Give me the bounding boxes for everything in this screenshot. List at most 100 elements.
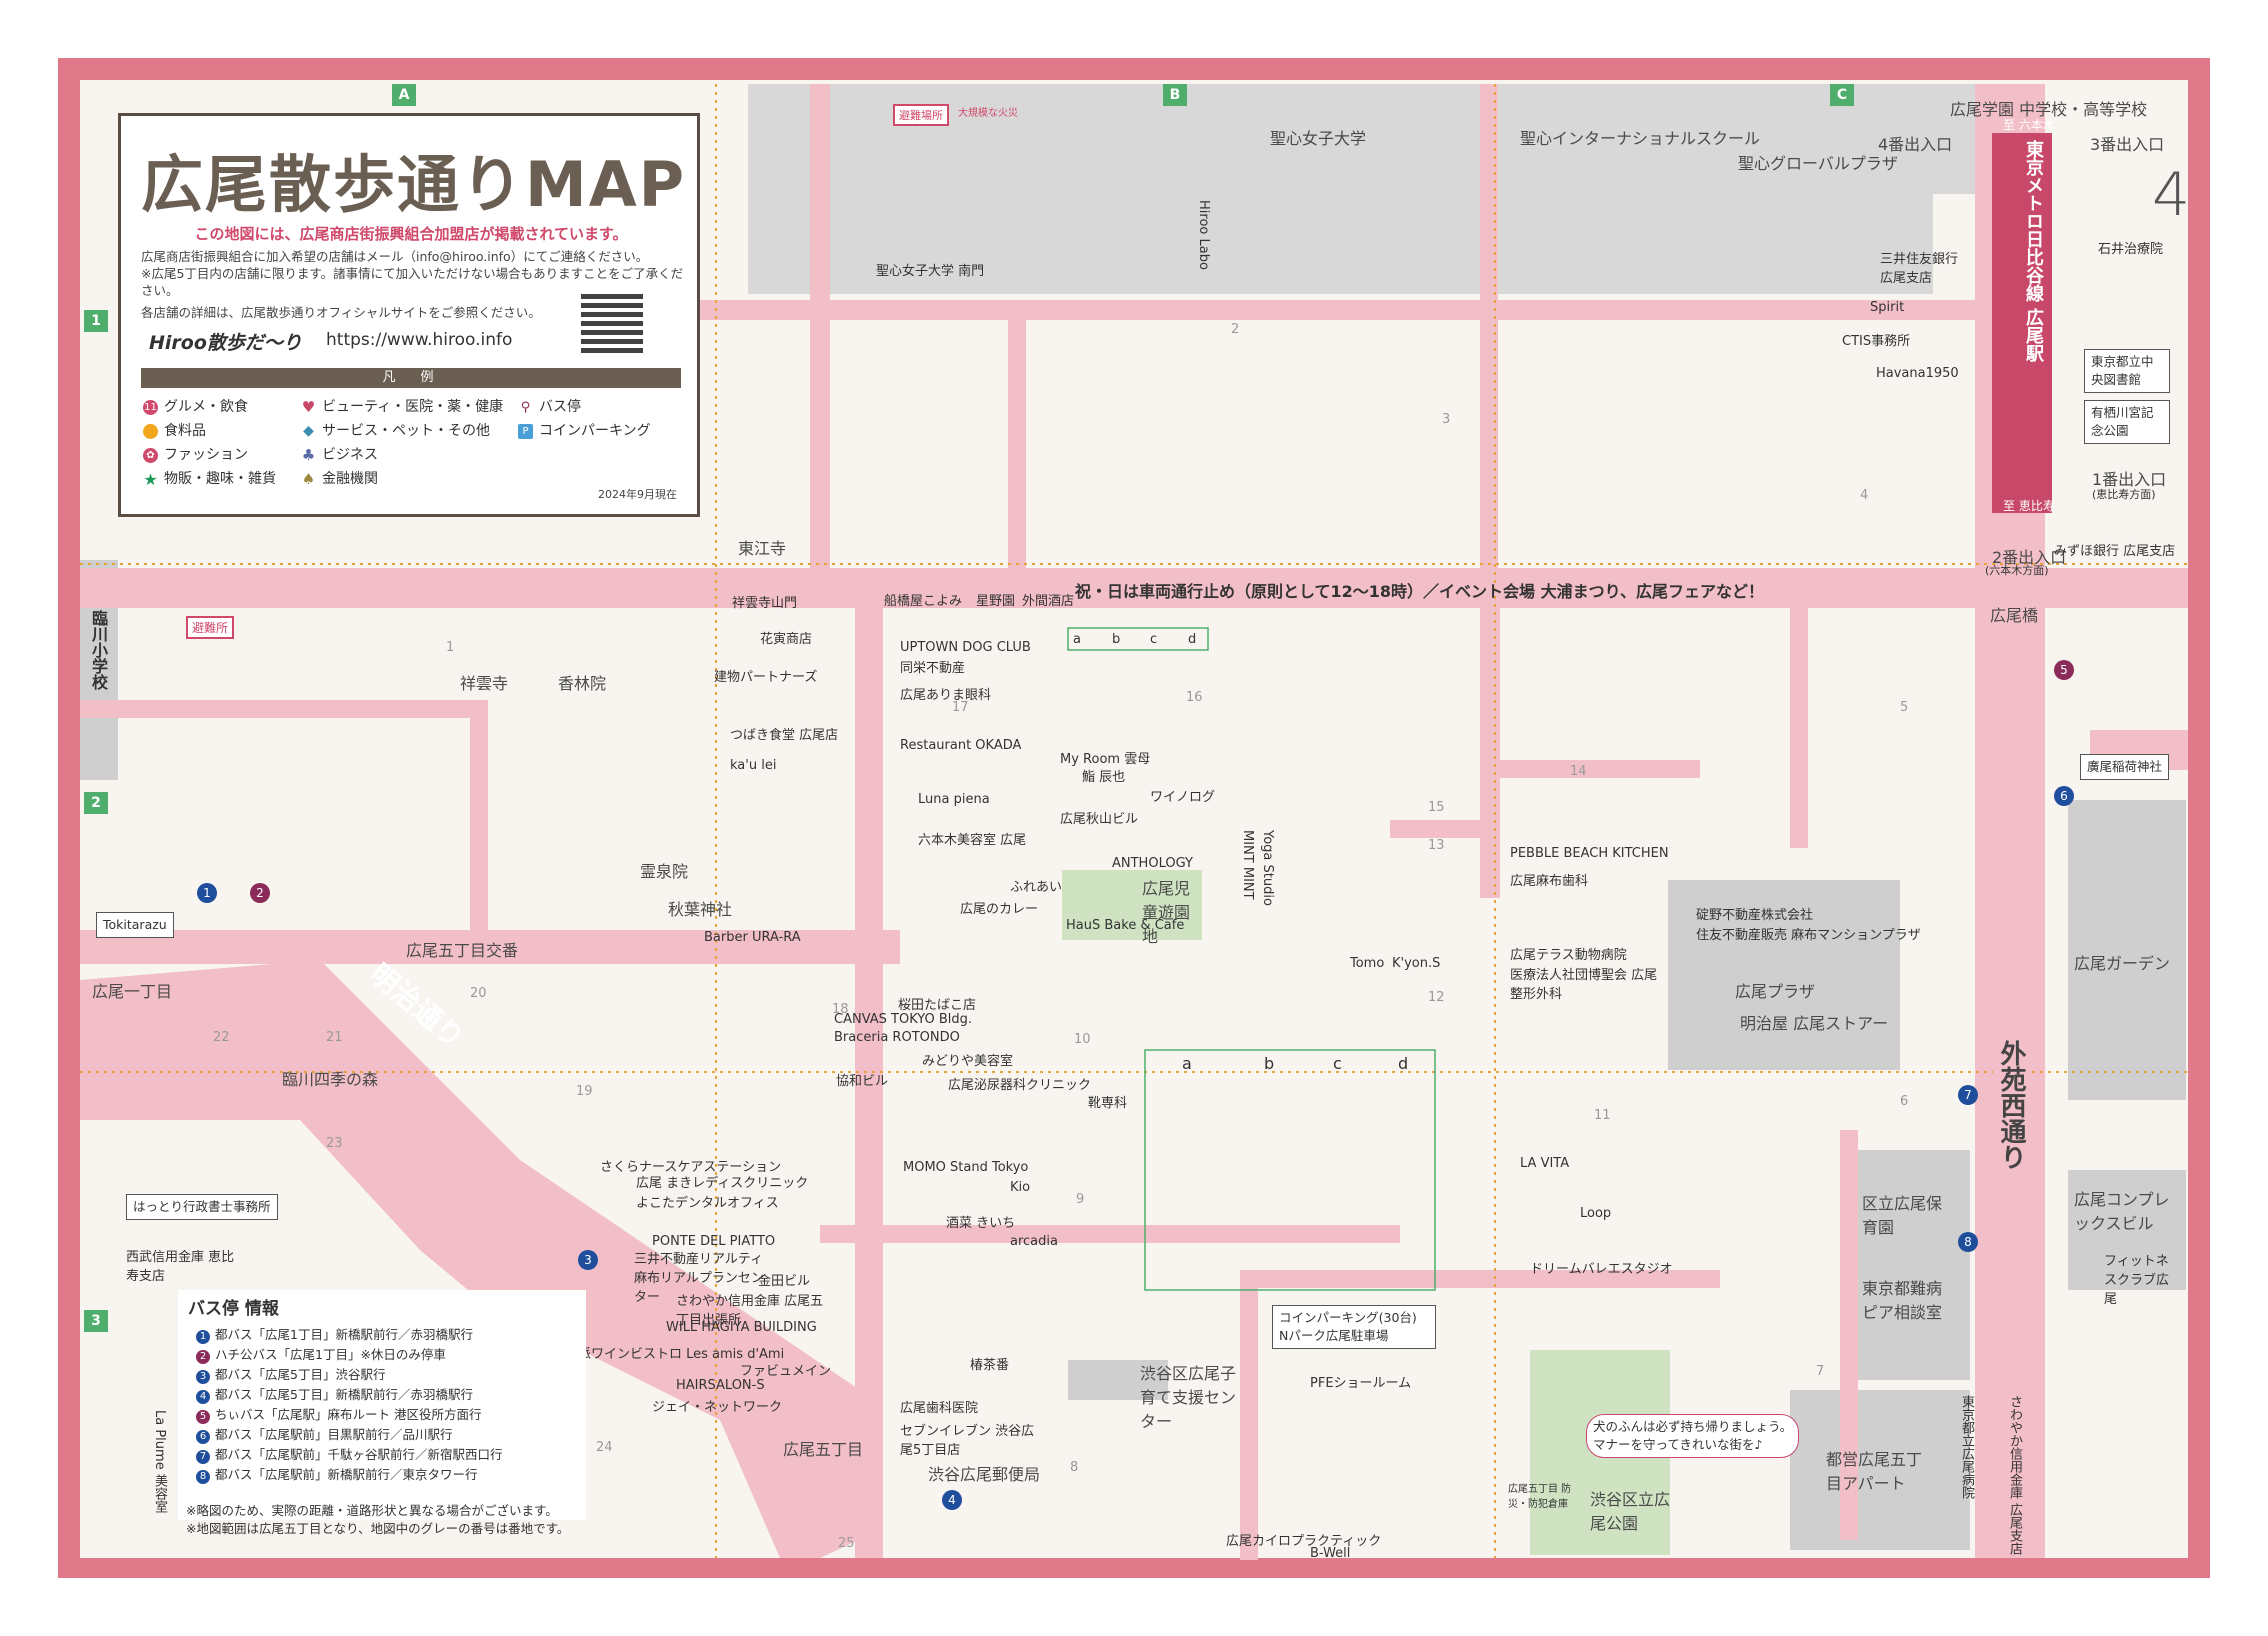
exit-4[interactable]: 4番出入口 xyxy=(1878,135,1953,154)
shop-label[interactable]: 椿茶番 xyxy=(970,1358,1010,1373)
shop-label[interactable]: Havana1950 xyxy=(1876,366,1959,381)
shop-label[interactable]: WILL HAGIYA BUILDING xyxy=(666,1320,817,1335)
shop-label[interactable]: HauS Bake & Cafe xyxy=(1066,918,1185,933)
exit-1[interactable]: 1番出入口 xyxy=(2092,470,2167,489)
shop-label[interactable]: B-Well xyxy=(1310,1546,1351,1561)
shop-label[interactable]: HAIRSALON-S xyxy=(676,1378,765,1393)
bus-stop-icon[interactable]: 7 xyxy=(1958,1085,1978,1105)
shop-label[interactable]: 靴専科 xyxy=(1088,1096,1128,1111)
place-seishin-intl: 聖心インターナショナルスクール xyxy=(1520,129,1761,148)
shop-label[interactable]: 鮨 辰也 xyxy=(1082,770,1126,785)
shop-label[interactable]: ジェイ・ネットワーク xyxy=(652,1400,783,1415)
shop-label[interactable]: MINT MINT xyxy=(1240,830,1255,900)
shop-label[interactable]: UPTOWN DOG CLUB xyxy=(900,640,1031,655)
shop-label[interactable]: ドリームバレエスタジオ xyxy=(1530,1262,1673,1277)
shop-label[interactable]: つばき食堂 広尾店 xyxy=(730,728,839,743)
shop-label[interactable]: MOMO Stand Tokyo xyxy=(903,1160,1029,1175)
bus-stop-icon[interactable]: 6 xyxy=(2054,786,2074,806)
shop-label[interactable]: Luna piena xyxy=(918,792,990,807)
shop-label[interactable]: さくらナースケアステーション xyxy=(600,1160,782,1175)
shop-label[interactable]: Hiroo Labo xyxy=(1196,200,1211,270)
block-number: 25 xyxy=(838,1536,855,1551)
shop-label[interactable]: Tomo xyxy=(1350,956,1385,971)
shop-label[interactable]: さわやか信用金庫 広尾五丁目出張所 xyxy=(676,1294,824,1328)
note-line: ※地図範囲は広尾五丁目となり、地図中のグレーの番号は番地です。 xyxy=(186,1521,570,1536)
shop-label[interactable]: フィットネスクラブ広尾 xyxy=(2104,1254,2170,1307)
shop-label[interactable]: 金田ビル xyxy=(758,1274,811,1289)
shop-label[interactable]: 碇野不動産株式会社 xyxy=(1696,908,1814,923)
shop-label[interactable]: 広尾カイロプラクティック xyxy=(1226,1534,1382,1549)
coin-parking-sign[interactable]: コインパーキング(30台) Nパーク広尾駐車場 xyxy=(1272,1305,1436,1349)
shop-label[interactable]: Spirit xyxy=(1870,300,1905,315)
shop-label[interactable]: My Room 雲母 xyxy=(1060,752,1151,767)
shop-label[interactable]: 協和ビル xyxy=(836,1074,889,1089)
place-meijiya: 明治屋 広尾ストアー xyxy=(1740,1014,1889,1033)
exit-2[interactable]: 2番出入口 xyxy=(1992,548,2067,567)
shop-label[interactable]: PEBBLE BEACH KITCHEN xyxy=(1510,846,1669,861)
shop-label[interactable]: Barber URA-RA xyxy=(704,930,801,945)
bus-stop-icon[interactable]: 1 xyxy=(197,883,217,903)
bus-stop-icon[interactable]: 4 xyxy=(942,1490,962,1510)
shop-label[interactable]: 三井不動産リアルティ 麻布リアルプランセンター xyxy=(634,1252,764,1305)
shop-label[interactable]: arcadia xyxy=(1010,1234,1058,1249)
shop-label[interactable]: 広尾ありま眼科 xyxy=(900,688,992,703)
place-seibu-bank: 西武信用金庫 恵比寿支店 xyxy=(126,1250,235,1284)
shop-label[interactable]: 石井治療院 xyxy=(2098,242,2164,257)
place-hiroo-park: 渋谷区立広尾公園 xyxy=(1590,1490,1671,1533)
shop-label[interactable]: 広尾歯科医院 xyxy=(900,1401,979,1416)
shop-label[interactable]: PONTE DEL PIATTO xyxy=(652,1234,776,1249)
shop-label[interactable]: 広尾テラス動物病院 xyxy=(1510,948,1627,963)
shop-label[interactable]: 六本木美容室 広尾 xyxy=(918,833,1027,848)
shop-label[interactable]: Yoga Studio xyxy=(1260,830,1275,906)
shop-label[interactable]: Kio xyxy=(1010,1180,1031,1195)
shop-label[interactable]: よこたデンタルオフィス xyxy=(636,1196,779,1211)
shop-label[interactable]: 外間酒店 xyxy=(1022,594,1075,609)
shop-label[interactable]: みどりや美容室 xyxy=(922,1054,1014,1069)
shop-label[interactable]: 医療法人社団博聖会 広尾整形外科 xyxy=(1510,968,1658,1002)
shop-label[interactable]: 住友不動産販売 麻布マンションプラザ xyxy=(1696,928,1921,943)
shop-label[interactable]: 三井住友銀行 広尾支店 xyxy=(1880,252,1959,286)
bousai-storage: 広尾五丁目 防災・防犯倉庫 xyxy=(1508,1484,1572,1510)
shop-label[interactable]: 花寅商店 xyxy=(760,632,813,647)
place-korinin: 香林院 xyxy=(558,674,607,693)
shop-label[interactable]: 広尾 まきレディスクリニック xyxy=(636,1176,809,1191)
shop-label[interactable]: Loop xyxy=(1580,1206,1612,1221)
shop-label[interactable]: 星野園 xyxy=(976,594,1016,609)
shop-label[interactable]: セブンイレブン 渋谷広尾5丁目店 xyxy=(900,1424,1035,1458)
shop-label[interactable]: ANTHOLOGY xyxy=(1112,856,1193,871)
shop-label[interactable]: 酒菜 きいち xyxy=(946,1216,1016,1231)
shop-label[interactable]: 祥雲寺山門 xyxy=(732,596,798,611)
shop-label[interactable]: ワイノログ xyxy=(1150,790,1216,805)
shop-label[interactable]: 同栄不動産 xyxy=(900,661,966,676)
shop-label[interactable]: 広尾秋山ビル xyxy=(1060,812,1139,827)
exit-3[interactable]: 3番出入口 xyxy=(2090,135,2165,154)
shop-label[interactable]: 船橋屋こよみ xyxy=(884,594,963,609)
shop-label[interactable]: 広尾泌尿器科クリニック xyxy=(948,1078,1092,1093)
evac-area-sign: 避難場所 xyxy=(893,104,949,126)
block-label-d: d xyxy=(1188,632,1197,647)
shop-label[interactable]: CANVAS TOKYO Bldg. xyxy=(834,1012,973,1027)
shop-label[interactable]: 自然派ワインビストロ Les amis d'Ami xyxy=(552,1347,785,1362)
shop-label[interactable]: 建物パートナーズ xyxy=(714,670,818,685)
shop-label[interactable]: Restaurant OKADA xyxy=(900,738,1022,753)
shop-label[interactable]: 広尾麻布歯科 xyxy=(1510,874,1589,889)
shop-label[interactable]: CTIS事務所 xyxy=(1842,334,1911,349)
shop-label[interactable]: ka'u lei xyxy=(730,758,777,773)
shop-label[interactable]: 桜田たばこ店 xyxy=(898,998,977,1013)
bus-stop-icon[interactable]: 2 xyxy=(250,883,270,903)
shop-label[interactable]: K'yon.S xyxy=(1392,956,1441,971)
block-number: 14 xyxy=(1570,764,1587,779)
site-url[interactable]: https://www.hiroo.info xyxy=(326,330,513,350)
shop-label[interactable]: ふれあい xyxy=(1010,880,1063,895)
shop-label[interactable]: PFEショールーム xyxy=(1310,1376,1412,1391)
shop-label[interactable]: 広尾のカレー xyxy=(960,902,1039,917)
shop-label[interactable]: ファビュメイン xyxy=(740,1364,832,1379)
bus-stop-icon[interactable]: 5 xyxy=(2054,660,2074,680)
bus-stop-icon[interactable]: 8 xyxy=(1958,1232,1978,1252)
block-number: 18 xyxy=(832,1002,849,1017)
bus-stop-icon[interactable]: 3 xyxy=(578,1250,598,1270)
shop-label[interactable]: LA VITA xyxy=(1520,1156,1570,1171)
shop-label[interactable]: Braceria ROTONDO xyxy=(834,1030,960,1045)
